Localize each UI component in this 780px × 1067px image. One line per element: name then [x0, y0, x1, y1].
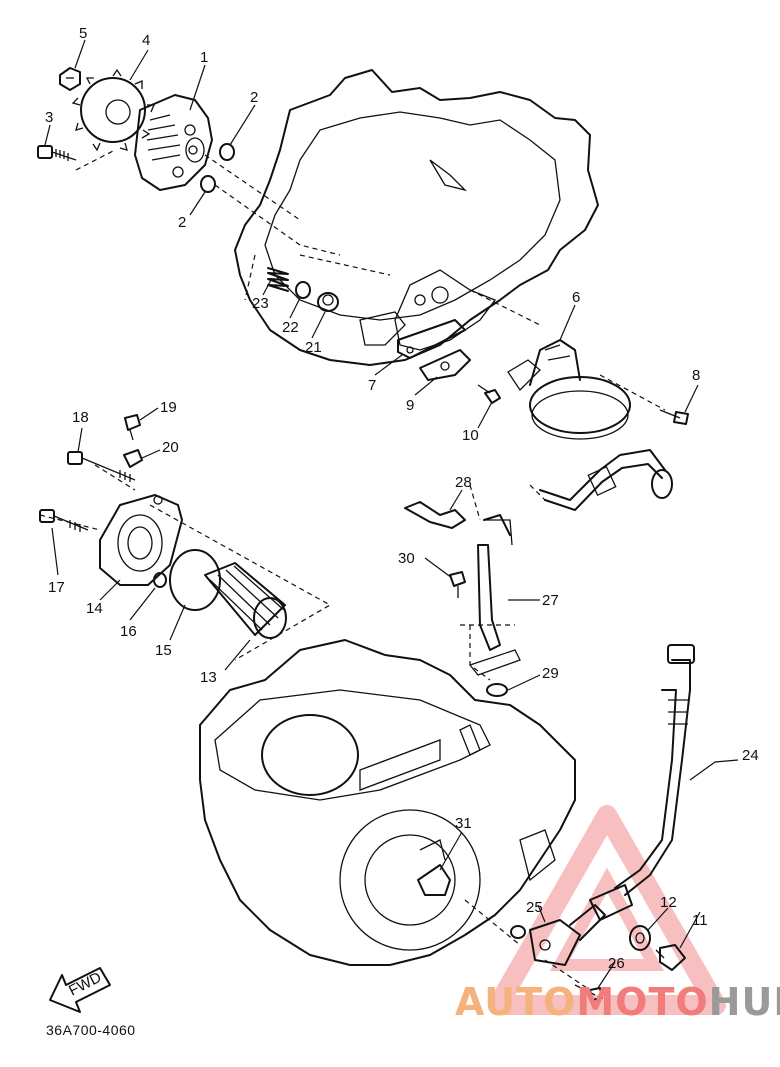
callout-7: 7 — [368, 377, 376, 394]
leader-lines — [44, 39, 739, 989]
callout-2-upper: 2 — [250, 89, 258, 106]
clamp-28 — [404, 501, 466, 529]
oil-filter-cover-14 — [99, 494, 183, 586]
callout-labels: 1 2 2 3 4 5 6 7 8 9 10 11 12 13 14 15 16… — [45, 25, 759, 972]
watermark-hub: HUB — [708, 980, 780, 1024]
callout-31: 31 — [455, 815, 472, 832]
oil-hose-upper — [539, 449, 673, 511]
callout-4: 4 — [142, 32, 150, 49]
bolt-17 — [39, 509, 89, 532]
callout-15: 15 — [155, 642, 172, 659]
callout-27: 27 — [542, 592, 559, 609]
o-ring-2a — [219, 143, 235, 161]
watermark-triangle-logo — [488, 805, 726, 1015]
elbow-25 — [529, 904, 606, 966]
callout-5: 5 — [79, 25, 87, 42]
callout-24: 24 — [742, 747, 759, 764]
callout-19: 19 — [160, 399, 177, 416]
gasket-plate-7 — [397, 319, 466, 359]
oil-pump-assembly — [134, 94, 213, 191]
o-ring-15 — [169, 549, 221, 611]
callout-25: 25 — [526, 899, 543, 916]
o-ring-25b — [510, 925, 526, 939]
bolt-3 — [37, 145, 77, 161]
oil-filter-element-13 — [204, 562, 287, 639]
forward-arrow-icon: FWD — [49, 967, 111, 1013]
callout-20: 20 — [162, 439, 179, 456]
lower-crankcase — [199, 639, 576, 966]
o-ring-16 — [153, 572, 167, 588]
callout-14: 14 — [86, 600, 103, 617]
watermark-moto: MOTO — [576, 980, 709, 1024]
plug-21 — [317, 292, 339, 312]
washer-20 — [123, 449, 143, 468]
callout-2-lower: 2 — [178, 214, 186, 231]
callout-26: 26 — [608, 955, 625, 972]
diagram-part-code: 36A700-4060 — [46, 1022, 136, 1038]
callout-1: 1 — [200, 49, 208, 66]
callout-29: 29 — [542, 665, 559, 682]
nut-5 — [59, 67, 81, 91]
fwd-label: FWD — [66, 969, 104, 1000]
watermark-auto: AUTO — [455, 980, 577, 1024]
fitting-31 — [417, 839, 451, 896]
bolt-26 — [574, 984, 603, 1001]
callout-9: 9 — [406, 397, 414, 414]
spring-23 — [267, 267, 289, 292]
o-ring-29 — [486, 683, 508, 697]
bolt-11 — [655, 944, 686, 971]
oil-pipe-27 — [468, 514, 521, 676]
bolt-30 — [449, 571, 466, 598]
callout-22: 22 — [282, 319, 299, 336]
callout-10: 10 — [462, 427, 479, 444]
callout-13: 13 — [200, 669, 217, 686]
oil-strainer-6 — [507, 339, 631, 440]
bolt-10 — [477, 384, 501, 404]
callout-18: 18 — [72, 409, 89, 426]
callout-17: 17 — [48, 579, 65, 596]
bolt-8 — [659, 409, 689, 425]
callout-16: 16 — [120, 623, 137, 640]
bolt-19 — [124, 414, 141, 441]
watermark-logo: AUTOMOTOHUB — [455, 980, 780, 1024]
oil-hose-24 — [589, 644, 695, 921]
callout-3: 3 — [45, 109, 53, 126]
callout-23: 23 — [252, 295, 269, 312]
callout-12: 12 — [660, 894, 677, 911]
callout-30: 30 — [398, 550, 415, 567]
bolt-18 — [67, 451, 136, 482]
o-ring-2b — [200, 175, 216, 193]
callout-11: 11 — [692, 912, 708, 929]
plate-9 — [419, 349, 471, 381]
callout-21: 21 — [305, 339, 322, 356]
callout-28: 28 — [455, 474, 472, 491]
callout-6: 6 — [572, 289, 580, 306]
washer-12 — [629, 925, 651, 951]
callout-8: 8 — [692, 367, 700, 384]
o-ring-22 — [295, 281, 311, 299]
